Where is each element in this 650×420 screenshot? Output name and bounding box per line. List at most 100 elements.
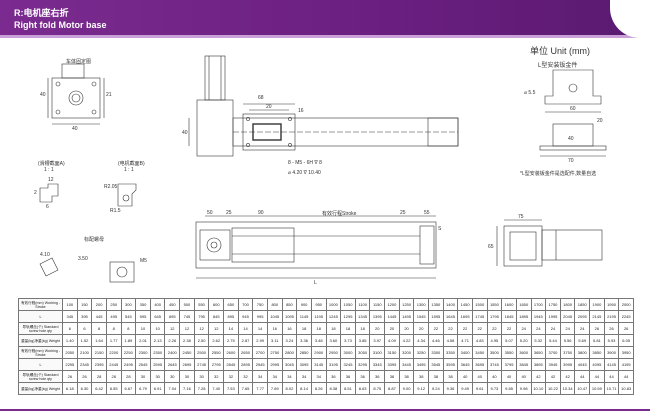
table-cell: 1.77: [105, 334, 122, 347]
table-cell: 700: [237, 298, 254, 311]
table-cell: 3845: [515, 358, 532, 371]
table-cell: 8: [91, 322, 107, 335]
table-cell: 750: [252, 298, 268, 311]
page-header: R:电机座右折 Right fold Motor base: [0, 0, 650, 38]
table-cell: 16: [281, 322, 298, 335]
table-cell: 1350: [428, 298, 444, 311]
table-cell: 2400: [164, 346, 181, 359]
table-cell: 2700: [252, 346, 268, 359]
table-cell: 3400: [457, 346, 473, 359]
table-cell: 150: [76, 298, 93, 311]
table-cell: 495: [105, 310, 122, 323]
detail-b-title: (电机截面B): [118, 161, 145, 167]
unit-label: 单位 Unit (mm): [530, 46, 590, 56]
table-cell: 9.85: [501, 382, 517, 395]
dim-m5: M5: [140, 258, 147, 264]
table-cell: 600: [208, 298, 225, 311]
table-cell: 3195: [325, 358, 342, 371]
table-cell: 1600: [501, 298, 517, 311]
table-cell: 18: [310, 322, 327, 335]
table-cell: 9.61: [471, 382, 488, 395]
table-cell: 26: [76, 370, 93, 383]
table-cell: 1700: [530, 298, 547, 311]
table-cell: 20: [384, 322, 400, 335]
footer-line: [0, 409, 650, 411]
table-cell: 5.32: [530, 334, 547, 347]
table-cell: 36: [340, 370, 356, 383]
table-cell: 545: [120, 310, 137, 323]
table-cell: 3245: [340, 358, 356, 371]
table-cell: 1995: [545, 310, 561, 323]
table-cell: 22: [457, 322, 473, 335]
table-cell: 2950: [325, 346, 342, 359]
table-cell: 1595: [428, 310, 444, 323]
table-cell: 2245: [618, 310, 634, 323]
table-cell: 6.42: [91, 382, 107, 395]
title-cn: R:电机座右折: [14, 8, 69, 18]
table-cell: 22: [428, 322, 444, 335]
table-cell: 5.56: [559, 334, 576, 347]
table-cell: 3450: [471, 346, 488, 359]
table-cell: 30: [179, 370, 195, 383]
table-cell: 2600: [223, 346, 239, 359]
table-cell: 7.28: [193, 382, 210, 395]
table-cell: 1300: [413, 298, 430, 311]
table-cell: 10.83: [618, 382, 634, 395]
table-cell: 2695: [179, 358, 195, 371]
table-cell: 4.46: [428, 334, 444, 347]
table-cell: 3250: [413, 346, 430, 359]
table-cell: 10.59: [589, 382, 605, 395]
table-cell: 3000: [340, 346, 356, 359]
table-cell: 2445: [105, 358, 122, 371]
dim-65: 65: [488, 244, 494, 250]
table-cell: 3650: [530, 346, 547, 359]
row-header: 有效行程(mm) Working - Stroke: [18, 346, 63, 359]
title-en: Right fold Motor base: [14, 20, 107, 30]
motor-top-view: [204, 55, 226, 101]
table-cell: 36: [354, 370, 371, 383]
table-cell: 645: [149, 310, 166, 323]
row-header: L: [18, 358, 63, 371]
row-header: 重量(kg)净重(kg) Weight: [18, 382, 63, 395]
table-cell: 3800: [574, 346, 591, 359]
table-cell: 1200: [384, 298, 400, 311]
screw-spec: 8 - M5 - 6H ∇ 8: [288, 160, 322, 166]
table-cell: 3945: [545, 358, 561, 371]
nut-title: 标配螺母: [84, 237, 105, 243]
table-cell: 1145: [296, 310, 312, 323]
dim-25: 25: [226, 210, 232, 216]
table-cell: 8.63: [354, 382, 371, 395]
table-cell: 3645: [457, 358, 473, 371]
table-cell: 24: [515, 322, 532, 335]
table-cell: 26: [62, 370, 78, 383]
table-cell: 1.40: [62, 334, 78, 347]
table-cell: 1395: [369, 310, 386, 323]
table-cell: 10.10: [530, 382, 547, 395]
table-cell: 3895: [530, 358, 547, 371]
table-cell: 3750: [559, 346, 576, 359]
table-cell: 24: [545, 322, 561, 335]
table-cell: 3350: [442, 346, 459, 359]
table-cell: 2300: [135, 346, 151, 359]
table-cell: 8.87: [384, 382, 400, 395]
table-cell: 2395: [91, 358, 107, 371]
dim-20b: 20: [597, 118, 603, 124]
table-cell: 2045: [559, 310, 576, 323]
table-cell: 4145: [603, 358, 620, 371]
table-cell: 2350: [149, 346, 166, 359]
table-cell: 3.48: [310, 334, 327, 347]
table-cell: 2195: [603, 310, 620, 323]
table-cell: 6.18: [62, 382, 78, 395]
detail-a-title: (滑槽截面A): [38, 161, 65, 167]
table-cell: 5.07: [501, 334, 517, 347]
table-cell: 3045: [281, 358, 298, 371]
table-cell: 2650: [237, 346, 254, 359]
table-cell: 1345: [354, 310, 371, 323]
nut-side: [39, 257, 59, 277]
table-cell: 38: [413, 370, 430, 383]
table-cell: 1495: [398, 310, 415, 323]
table-cell: 1000: [325, 298, 342, 311]
